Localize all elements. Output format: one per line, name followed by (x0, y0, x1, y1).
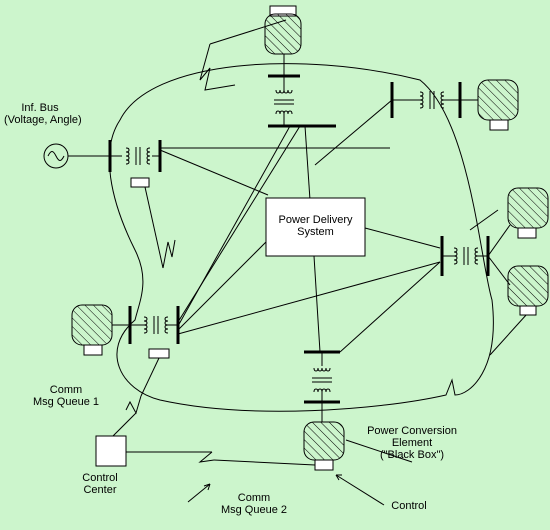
gen-right-lower-cap (519, 305, 537, 316)
comm-queue-2-label: Comm Msg Queue 2 (220, 492, 288, 516)
arrow-control (335, 474, 385, 506)
generator-top (264, 13, 302, 55)
line-top-pds (304, 125, 311, 201)
power-delivery-box (265, 197, 366, 257)
generator-right-upper (507, 187, 549, 229)
transformer-left (143, 315, 169, 335)
inf-bus-label: Inf. Bus (Voltage, Angle) (4, 102, 82, 126)
pce-controller-left (148, 348, 170, 359)
power-conversion-element (303, 421, 345, 461)
pce-label: Power Conversion Element ("Black Box") (367, 425, 457, 461)
comm-queue-2-zigzag (198, 451, 215, 463)
line-bottom-right (339, 261, 441, 353)
transformer-top (273, 89, 295, 115)
transformer-bottom (311, 367, 333, 393)
generator-right-lower (507, 265, 549, 307)
line-topright-diag (314, 99, 393, 166)
pce-controller-infbus (130, 177, 150, 188)
arrow-pce (345, 439, 413, 463)
transformer-upper-right (419, 90, 445, 110)
line-infbus-pds (159, 149, 269, 196)
comm-link-right-gen (469, 209, 499, 231)
power-delivery-label: Power Delivery System (278, 214, 353, 238)
comm-link-gen-right2 (489, 313, 528, 356)
line-left-pds (177, 239, 269, 331)
generator-left (71, 304, 113, 346)
transformer-right (453, 246, 479, 266)
gen-right-upper-cap (517, 227, 537, 239)
comm-loop (108, 63, 494, 412)
comm-queue-1-label: Comm Msg Queue 1 (32, 384, 100, 408)
gen-left-cap (83, 344, 103, 356)
control-label: Control (391, 500, 427, 512)
comm-zigzag-infbus (162, 239, 176, 269)
arrow-comm-queue-2 (187, 483, 211, 503)
comm-queue-1-zigzag (125, 395, 142, 415)
line-left-top2 (177, 125, 291, 327)
line-pds-bottom (313, 255, 321, 353)
control-center-box (95, 435, 127, 467)
line-left-right (177, 261, 441, 335)
transformer-infbus (125, 146, 151, 166)
line-pds-right (364, 227, 441, 249)
control-center-label: Control Center (82, 472, 118, 496)
generator-upper-right (477, 79, 519, 121)
gen-upper-right-cap (489, 119, 509, 131)
comm-zigzag-top (199, 43, 236, 91)
pce-controller-bottom (314, 459, 334, 471)
